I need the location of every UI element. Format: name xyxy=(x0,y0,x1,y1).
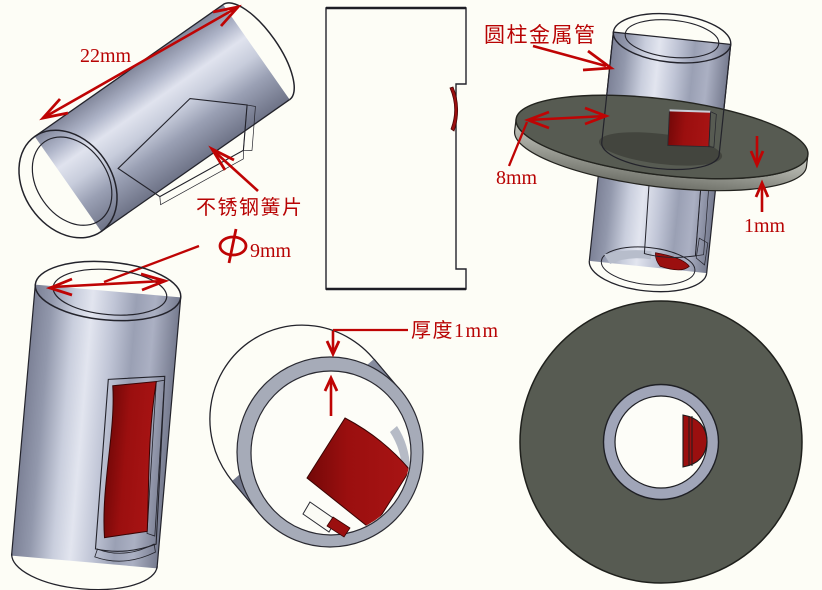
view-flange-top xyxy=(519,300,803,584)
arrowhead-icon xyxy=(749,150,765,169)
window-through-gap xyxy=(695,237,709,266)
arrowhead-icon xyxy=(582,49,615,72)
spring-window-opening xyxy=(94,375,166,552)
flange-width-label: 8mm xyxy=(496,167,538,189)
diameter-dimension-line xyxy=(51,279,164,289)
length-dimension-line xyxy=(42,5,239,120)
bore-shading xyxy=(604,250,652,265)
spring-window-upper xyxy=(667,109,712,148)
inner-diameter-label: 9mm xyxy=(250,240,292,262)
tube-body xyxy=(34,4,290,232)
arrowhead-icon xyxy=(584,106,610,126)
inner-wall-glimpse xyxy=(390,426,410,471)
tube-body-upper xyxy=(601,31,732,171)
window-wall-edge xyxy=(146,379,165,537)
view-iso-tube: 22mm 不锈钢簧片 9mm xyxy=(18,2,304,284)
tube-length-label: 22mm xyxy=(80,45,132,67)
spring-label: 不锈钢簧片 xyxy=(196,196,304,219)
spring-plate xyxy=(306,417,410,531)
tube-profile xyxy=(325,7,467,290)
tube-left-edge xyxy=(10,284,36,556)
tube-right-edge xyxy=(156,297,182,569)
spring-plate xyxy=(103,380,157,539)
tube-top-rim xyxy=(34,260,182,322)
tube-top-bore xyxy=(624,19,720,59)
arrowhead-icon xyxy=(140,272,170,292)
arrowhead-icon xyxy=(754,179,770,198)
flange-width-dimension xyxy=(527,114,607,122)
spring-leader-line xyxy=(214,151,259,192)
phi-diameter-icon xyxy=(227,228,238,264)
tube-label: 圆柱金属管 xyxy=(484,23,597,47)
diameter-leader-line xyxy=(103,244,200,284)
spring-tip xyxy=(326,516,351,538)
flange-width-leader xyxy=(507,121,529,167)
tube-leader-line xyxy=(532,44,607,68)
arrowhead-icon xyxy=(208,145,235,171)
window-right-wall-edge xyxy=(243,104,256,151)
tube-bottom-edge xyxy=(100,99,291,233)
tube-top-rim xyxy=(612,12,732,64)
view-front-tube xyxy=(10,260,182,590)
tube-far-end xyxy=(222,2,295,101)
tube-open-end-rim xyxy=(18,129,118,239)
wall-thickness-label: 厚度1mm xyxy=(411,319,500,342)
arrowhead-icon xyxy=(45,277,73,297)
spring-edge-sliver xyxy=(449,86,459,132)
tube-bottom-rim xyxy=(588,260,708,293)
arrowhead-icon xyxy=(323,374,339,392)
arrowhead-icon xyxy=(39,98,69,121)
window-top-edge-highlight xyxy=(669,109,711,113)
tube-bore xyxy=(31,136,113,226)
bottom-rim-through-window xyxy=(94,543,156,562)
flange-thickness-label: 1mm xyxy=(744,215,786,237)
tube-bottom-rim xyxy=(11,553,158,590)
arrowhead-icon xyxy=(325,340,341,358)
arrowhead-icon xyxy=(524,110,550,130)
view-flanged-tube: 圆柱金属管 8mm 1mm xyxy=(484,12,809,293)
view-end-ring: 厚度1mm xyxy=(209,319,500,548)
arrowhead-icon xyxy=(212,4,242,27)
window-wall-edge xyxy=(708,111,717,148)
tube-bottom-bore xyxy=(600,246,696,286)
view-side-tube xyxy=(325,6,467,291)
window-lower-wall-edge xyxy=(159,149,244,206)
